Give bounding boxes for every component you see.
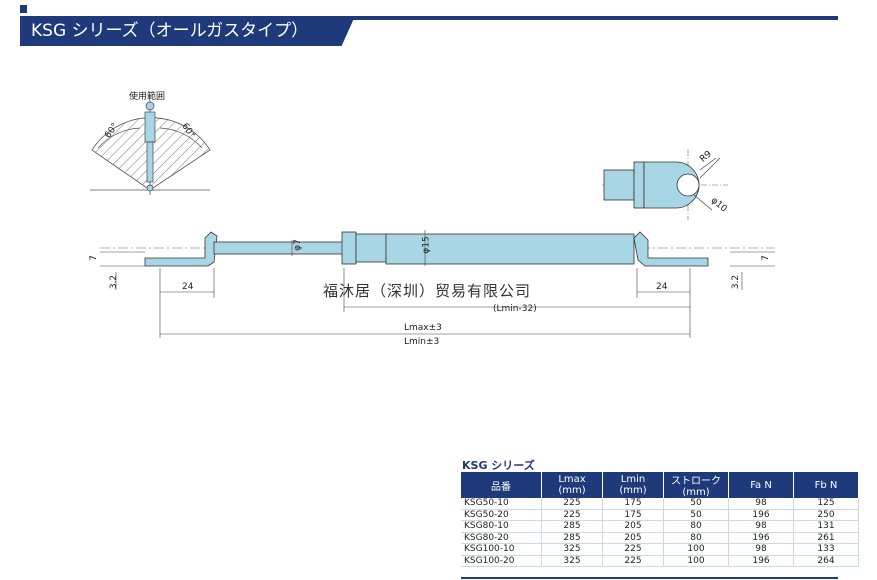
cell-fa: 196 — [728, 555, 794, 567]
usage-range-title: 使用範囲 — [129, 92, 166, 102]
height-right-label: 7 — [760, 255, 771, 261]
height-left-label: 7 — [88, 255, 99, 261]
table-bottom-rule — [461, 577, 838, 579]
cell-fa: 98 — [728, 498, 794, 510]
rod-end-detail — [602, 150, 728, 220]
watermark: 福沐居（深圳）贸易有限公司 — [323, 282, 532, 300]
rod-diameter-label: φ7 — [292, 239, 303, 251]
cell-stroke: 80 — [663, 532, 729, 544]
cell-fb: 131 — [793, 520, 859, 533]
cell-fa: 98 — [728, 543, 794, 556]
table-row: KSG80-10 285 205 80 98 131 — [461, 520, 859, 533]
usage-range-diagram — [90, 100, 211, 195]
page-title: KSG シリーズ（オールガスタイプ） — [20, 16, 355, 46]
cell-part: KSG100-20 — [461, 555, 542, 567]
bracket-left-label: 24 — [182, 282, 194, 292]
cell-lmax: 225 — [541, 509, 603, 521]
offset-left-label: 3.2 — [109, 274, 120, 290]
cell-part: KSG50-10 — [461, 498, 542, 510]
col-header-lmax: Lmax (mm) — [541, 472, 603, 498]
cell-fb: 250 — [793, 509, 859, 521]
cell-fb: 261 — [793, 532, 859, 544]
col-header-part: 品番 — [461, 472, 542, 498]
lmin32-label: (Lmin-32) — [493, 304, 537, 314]
col-header-stroke: ストローク (mm) — [663, 472, 729, 498]
header-rule — [20, 16, 838, 20]
cell-lmax: 225 — [541, 498, 603, 510]
cell-lmin: 225 — [602, 543, 664, 556]
table-row: KSG50-10 225 175 50 98 125 — [461, 498, 859, 510]
cell-lmin: 205 — [602, 532, 664, 544]
technical-drawing — [90, 100, 775, 338]
table-row: KSG50-20 225 175 50 196 250 — [461, 509, 859, 521]
cell-part: KSG50-20 — [461, 509, 542, 521]
col-header-lmin: Lmin (mm) — [602, 472, 664, 498]
table-row: KSG100-10 325 225 100 98 133 — [461, 543, 859, 556]
col-header-fa: Fa N — [728, 472, 794, 498]
header-marker — [20, 5, 27, 13]
cell-part: KSG80-10 — [461, 520, 542, 533]
cell-fb: 125 — [793, 498, 859, 510]
cell-lmin: 205 — [602, 520, 664, 533]
table-row: KSG100-20 325 225 100 196 264 — [461, 555, 859, 567]
cell-part: KSG100-10 — [461, 543, 542, 556]
lmax-label: Lmax±3 — [404, 323, 442, 333]
cell-fb: 264 — [793, 555, 859, 567]
cell-lmax: 285 — [541, 532, 603, 544]
cell-stroke: 80 — [663, 520, 729, 533]
cell-lmin: 175 — [602, 509, 664, 521]
cell-fa: 196 — [728, 509, 794, 521]
cell-fa: 196 — [728, 532, 794, 544]
cell-stroke: 100 — [663, 543, 729, 556]
cell-stroke: 100 — [663, 555, 729, 567]
cell-lmax: 325 — [541, 555, 603, 567]
cell-fa: 98 — [728, 520, 794, 533]
cell-lmax: 285 — [541, 520, 603, 533]
gas-spring-side-view — [100, 231, 775, 267]
cell-fb: 133 — [793, 543, 859, 556]
cell-lmin: 175 — [602, 498, 664, 510]
cell-lmax: 325 — [541, 543, 603, 556]
cell-stroke: 50 — [663, 509, 729, 521]
body-diameter-label: φ15 — [421, 236, 432, 254]
col-header-fb: Fb N — [793, 472, 859, 498]
bracket-right-label: 24 — [656, 282, 668, 292]
cell-lmin: 225 — [602, 555, 664, 567]
table-row: KSG80-20 285 205 80 196 261 — [461, 532, 859, 544]
dimension-lines — [100, 157, 775, 338]
spec-table: 品番 Lmax (mm) Lmin (mm) ストローク (mm) Fa N F… — [461, 472, 859, 567]
lmin-label: Lmin±3 — [404, 337, 440, 347]
offset-right-label: 3.2 — [731, 274, 742, 290]
cell-part: KSG80-20 — [461, 532, 542, 544]
table-title: KSG シリーズ — [462, 459, 535, 472]
cell-stroke: 50 — [663, 498, 729, 510]
table-header-row: 品番 Lmax (mm) Lmin (mm) ストローク (mm) Fa N F… — [461, 472, 859, 498]
